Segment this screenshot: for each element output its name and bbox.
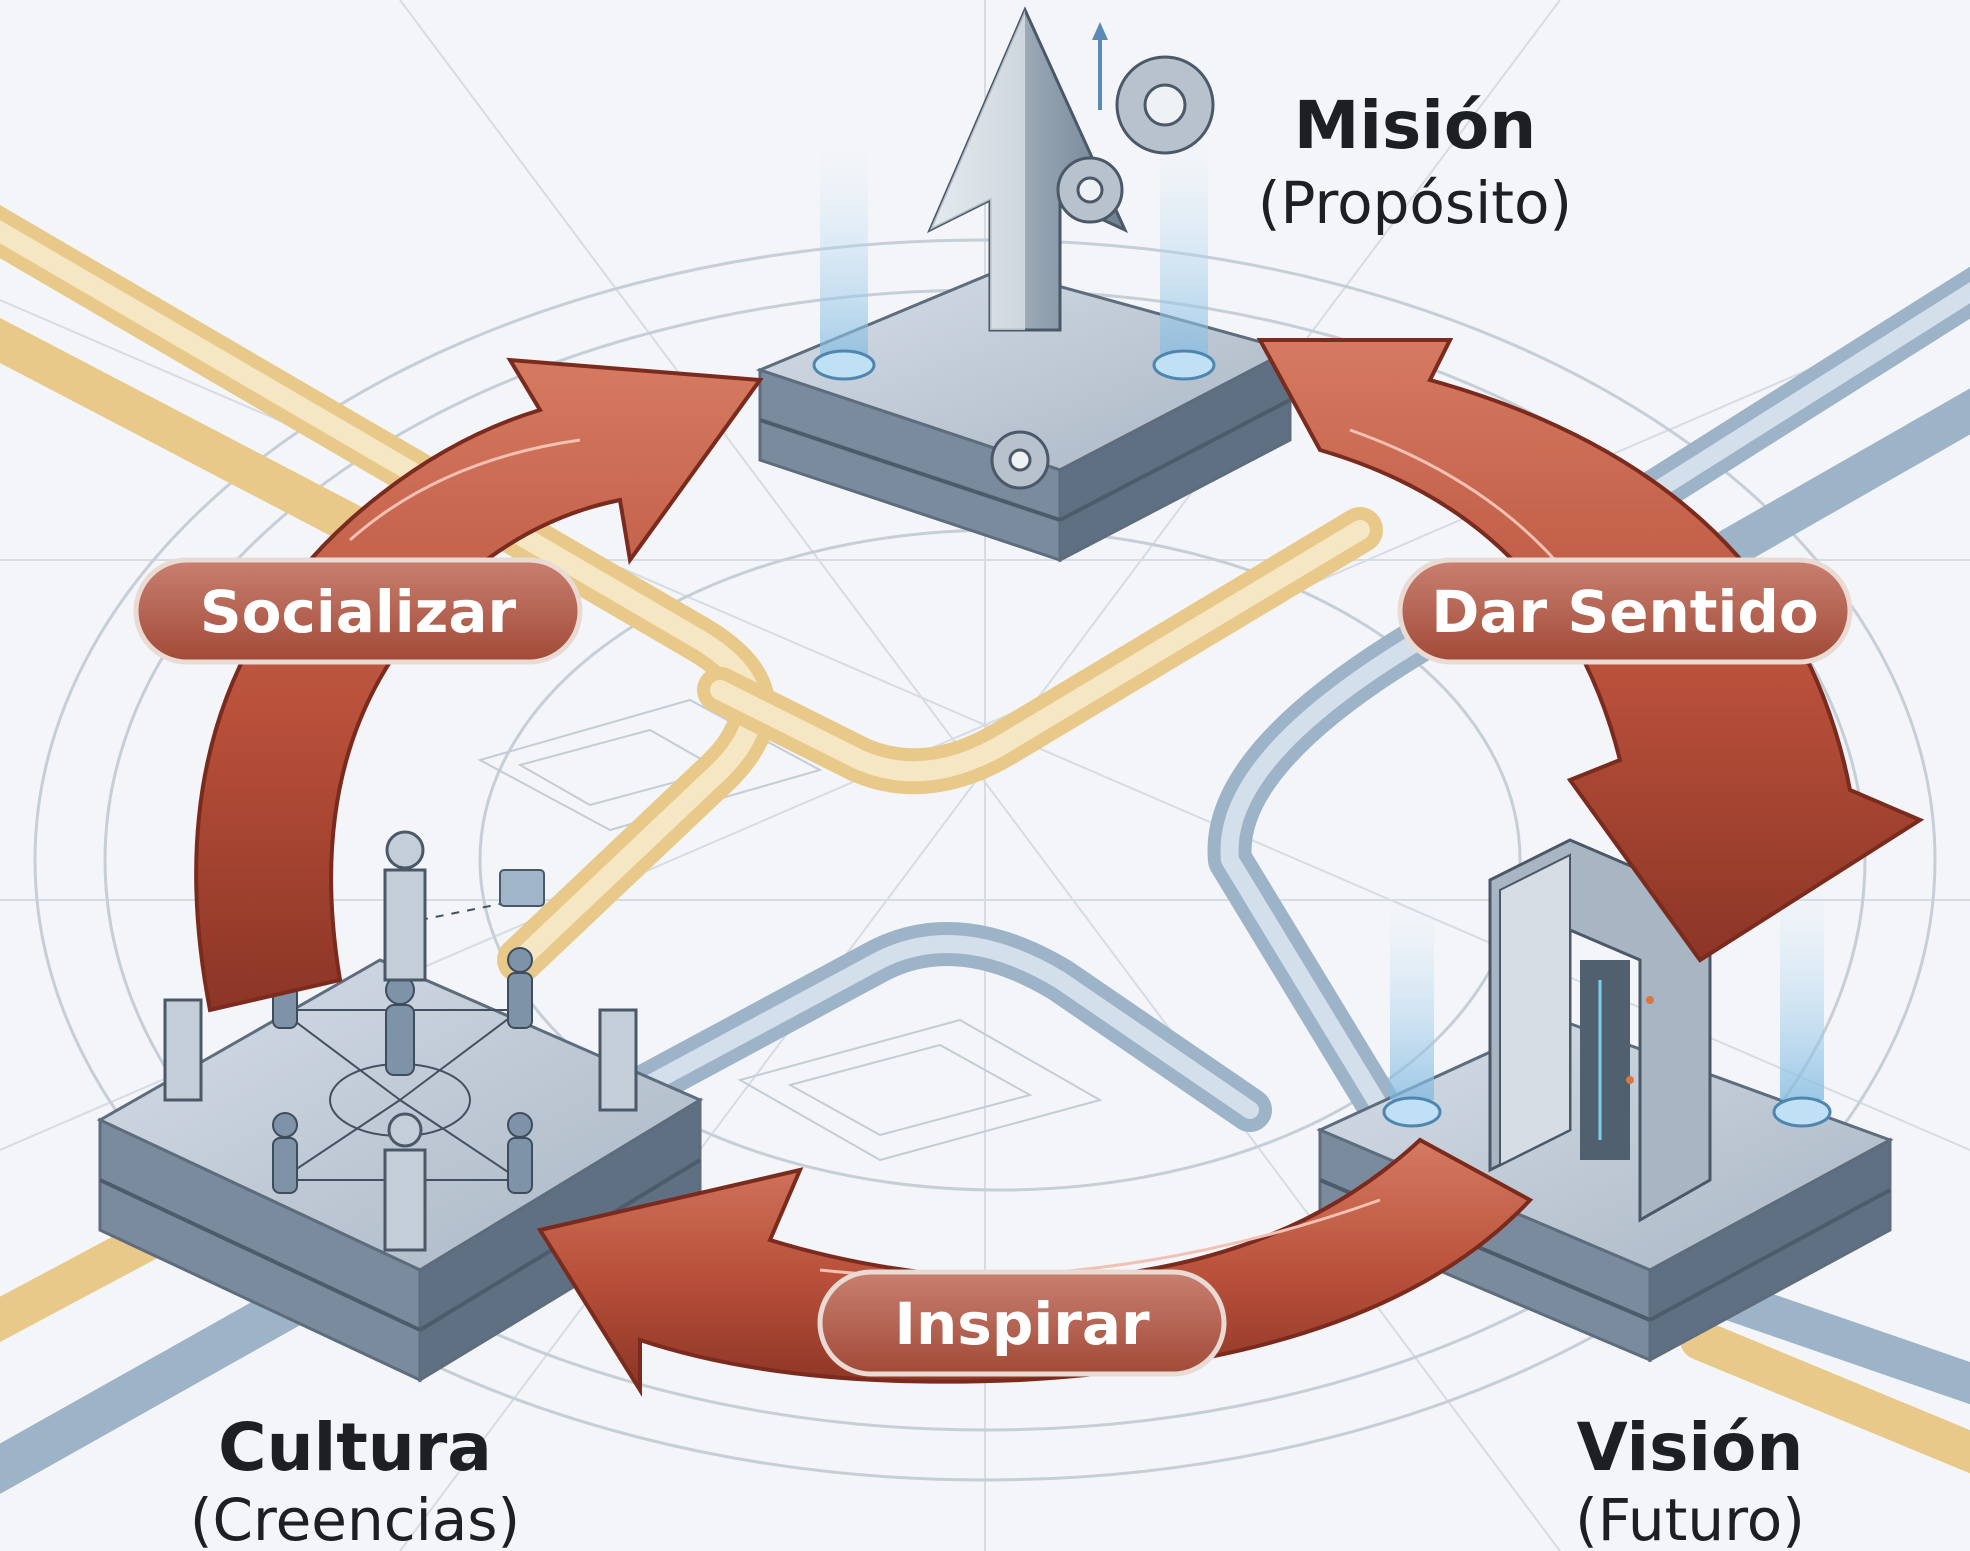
pill-dar-sentido-label: Dar Sentido (1431, 578, 1818, 646)
screen-icon (499, 869, 545, 907)
pill-inspirar: Inspirar (817, 1269, 1227, 1377)
light-beam-icon (1382, 880, 1832, 1128)
pill-socializar: Socializar (133, 557, 583, 665)
label-culture: Cultura (Creencias) (190, 1409, 520, 1551)
blue-paths (0, 266, 1970, 1494)
mission-subtitle: (Propósito) (1258, 169, 1572, 237)
arrow-socializar (194, 357, 764, 1013)
arrow-up-icon (926, 6, 1129, 332)
pillar-icon (163, 830, 638, 1252)
pill-dar-sentido: Dar Sentido (1397, 557, 1853, 665)
vision-subtitle: (Futuro) (1575, 1486, 1805, 1551)
gold-paths (0, 205, 1970, 1474)
pill-socializar-label: Socializar (200, 578, 517, 646)
mission-title: Misión (1294, 87, 1537, 164)
culture-title: Cultura (218, 1409, 492, 1486)
culture-platform (96, 830, 704, 1383)
culture-subtitle: (Creencias) (190, 1486, 520, 1551)
vision-platform (1316, 838, 1894, 1363)
label-mission: Misión (Propósito) (1258, 87, 1572, 237)
light-beam-icon (812, 140, 1216, 381)
gear-icon (990, 55, 1215, 490)
pill-inspirar-label: Inspirar (894, 1290, 1150, 1358)
portal-gate-icon (1488, 838, 1712, 1223)
vision-title: Visión (1577, 1409, 1804, 1486)
mission-platform (755, 6, 1295, 563)
label-vision: Visión (Futuro) (1575, 1409, 1805, 1551)
